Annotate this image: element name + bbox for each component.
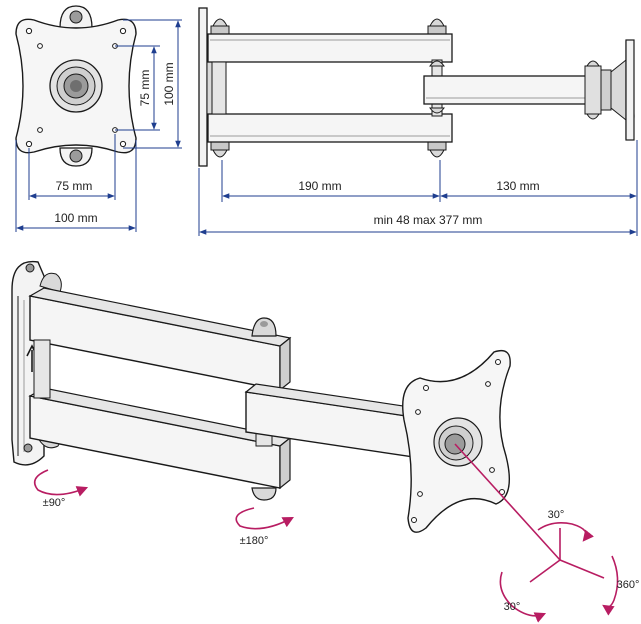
- arm-side-view: [198, 7, 635, 167]
- rotation-axes: [454, 443, 605, 583]
- wall-pivot-rotation-label: ±90°: [43, 497, 66, 509]
- plate-outer-height-label: 100 mm: [162, 62, 176, 105]
- vesa-plate-front-view: [15, 5, 137, 167]
- tilt-bottom-rotation-label: 30°: [504, 601, 521, 613]
- rotate-rotation-label: 360°: [617, 579, 640, 591]
- arm-isometric-view: [11, 260, 511, 533]
- rotation-arcs: [33, 469, 619, 623]
- plate-dimension-lines: [15, 19, 182, 232]
- arm-dimension-lines: [198, 140, 638, 236]
- second-arm-length-label: 130 mm: [496, 179, 539, 193]
- total-range-label: min 48 max 377 mm: [374, 213, 483, 227]
- first-arm-length-label: 190 mm: [298, 179, 341, 193]
- plate-inner-height-label: 75 mm: [138, 70, 152, 107]
- elbow-pivot-rotation-label: ±180°: [240, 535, 269, 547]
- plate-inner-width-label: 75 mm: [56, 179, 93, 193]
- tilt-top-rotation-label: 30°: [548, 509, 565, 521]
- plate-outer-width-label: 100 mm: [54, 211, 97, 225]
